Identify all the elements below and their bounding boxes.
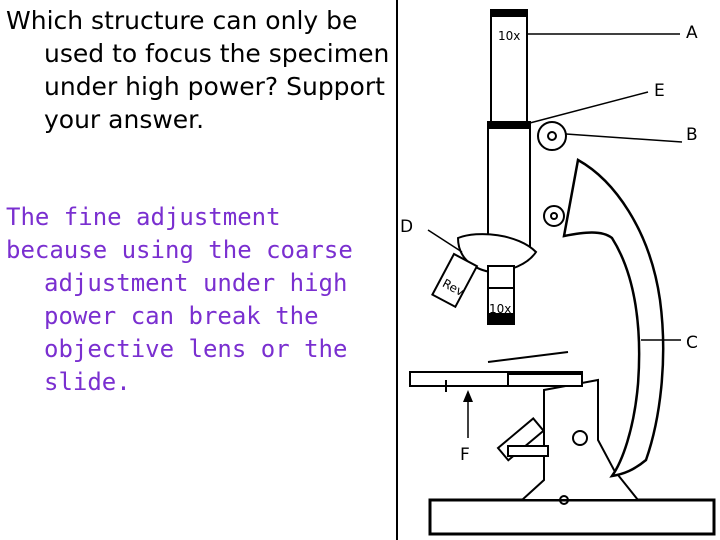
answer-text: The fine adjustment because using the co… xyxy=(6,201,391,399)
label-a: A xyxy=(686,23,698,43)
microscope-base xyxy=(428,498,716,536)
body-tube xyxy=(487,123,531,249)
objective-magnification: 10x xyxy=(489,302,511,316)
coarse-adjustment-knob xyxy=(537,121,567,151)
label-c: C xyxy=(686,333,698,353)
answer-line-2: because using the coarse adjustment unde… xyxy=(6,236,353,396)
microscope-arm xyxy=(562,158,665,478)
answer-line-1: The fine adjustment xyxy=(6,203,281,231)
label-f: F xyxy=(460,445,470,465)
slide-divider xyxy=(396,0,398,540)
eyepiece-magnification: 10x xyxy=(498,29,520,43)
label-e: E xyxy=(654,81,665,101)
fine-adjustment-knob xyxy=(543,205,565,227)
question-text: Which structure can only be used to focu… xyxy=(6,4,391,136)
microscope-diagram: Rev 10x 10x A E B D C F xyxy=(400,9,716,536)
question-paragraph: Which structure can only be used to focu… xyxy=(6,6,390,134)
objective-lens xyxy=(487,265,515,317)
label-d: D xyxy=(400,217,413,237)
label-b: B xyxy=(686,125,698,145)
